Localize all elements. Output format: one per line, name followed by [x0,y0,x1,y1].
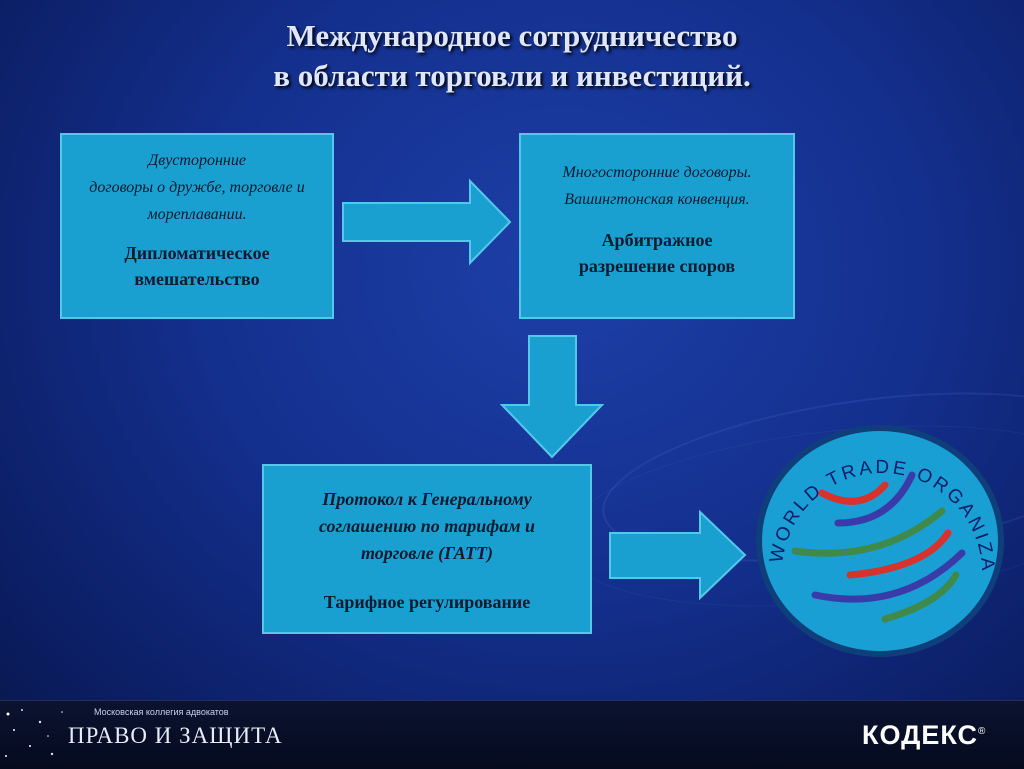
box2-bold-line-1: Арбитражное [601,230,713,250]
kodeks-logo-icon: КОДЕКС® [862,720,986,751]
multilateral-treaties-box: Многосторонние договоры. Вашингтонская к… [519,133,795,319]
title-line-2: в области торговли и инвестиций. [273,58,751,93]
box2-bold-line-2: разрешение споров [578,256,736,276]
bilateral-treaties-box: Двусторонние договоры о дружбе, торговле… [60,133,334,319]
slide-title: Международное сотрудничество в области т… [0,16,1024,96]
title-line-1: Международное сотрудничество [286,18,738,53]
arrow-right-icon [609,509,747,601]
box1-italic-line-3: мореплавании. [147,206,247,223]
footer-bar [0,700,1024,769]
box1-italic-line-1: Двусторонние [148,152,246,169]
box3-italic-line-3: торговле (ГАТТ) [361,543,493,563]
starfield-decoration [5,709,63,757]
footer-brand: ПРАВО И ЗАЩИТА [68,723,283,748]
box1-bold-line-2: вмешательство [134,269,260,289]
gatt-protocol-box: Протокол к Генеральному соглашению по та… [262,464,592,634]
arrow-down-icon [499,335,605,459]
kodeks-logo-text: КОДЕКС [862,720,978,750]
flow-arrows [342,178,747,601]
box1-italic-line-2: договоры о дружбе, торговле и [89,179,305,196]
arrow-right-icon [342,178,512,266]
box3-italic-line-1: Протокол к Генеральному [322,489,532,509]
box2-italic-line-1: Многосторонние договоры. [562,164,752,181]
wto-logo-icon: WORLD TRADE ORGANIZATION [750,423,1004,657]
footer-subtitle: Московская коллегия адвокатов [94,707,229,717]
box2-italic-line-2: Вашингтонская конвенция. [564,191,750,208]
box3-italic-line-2: соглашению по тарифам и [318,516,536,536]
registered-mark: ® [978,726,987,737]
box3-bold-line-1: Тарифное регулирование [323,592,531,612]
box1-bold-line-1: Дипломатическое [124,243,270,263]
